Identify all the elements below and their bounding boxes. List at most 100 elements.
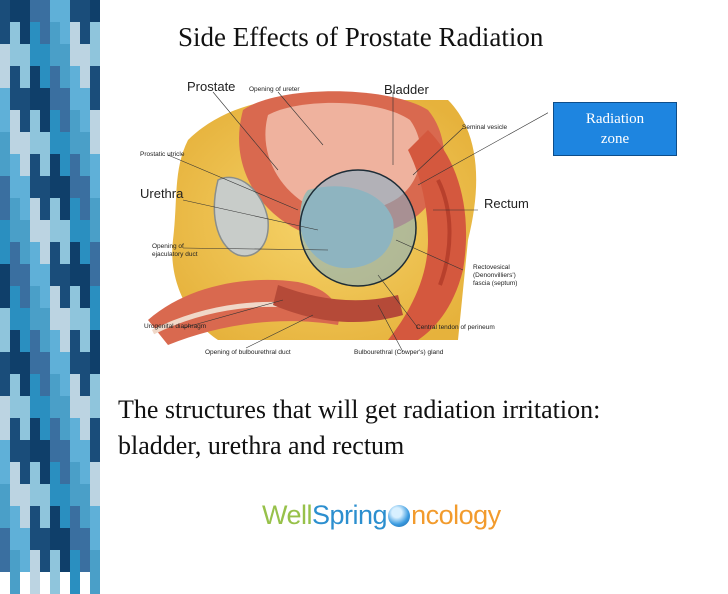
stripe-cell <box>60 528 70 572</box>
stripe-cell <box>70 242 80 286</box>
stripe-cell <box>70 154 80 198</box>
stripe-cell <box>50 506 60 550</box>
stripe-cell <box>10 198 20 242</box>
stripe-cell <box>80 0 90 44</box>
stripe-cell <box>10 110 20 154</box>
radiation-zone-line1: Radiation <box>585 111 645 127</box>
stripe-cell <box>30 330 40 374</box>
stripe-cell <box>20 176 30 220</box>
stripe-cell <box>90 418 100 462</box>
stripe-cell <box>20 396 30 440</box>
stripe-cell <box>80 220 90 264</box>
stripe-cell <box>40 176 50 220</box>
stripe-cell <box>50 66 60 110</box>
stripe-cell <box>60 176 70 220</box>
stripe-cell <box>90 374 100 418</box>
stripe-cell <box>70 198 80 242</box>
stripe-cell <box>30 418 40 462</box>
stripe-cell <box>10 506 20 550</box>
stripe-cell <box>60 396 70 440</box>
stripe-cell <box>90 462 100 506</box>
stripe-cell <box>40 352 50 396</box>
stripe-cell <box>50 418 60 462</box>
stripe-cell <box>30 22 40 66</box>
stripe-cell <box>80 264 90 308</box>
stripe-cell <box>70 0 80 22</box>
stripe-cell <box>30 550 40 594</box>
label-opening-ejaculatory-1: Opening of <box>152 243 184 250</box>
stripe-cell <box>50 286 60 330</box>
label-rectovesical-1: Rectovesical <box>473 264 510 271</box>
radiation-zone-line2: zone <box>600 131 630 147</box>
stripe-cell <box>40 132 50 176</box>
stripe-cell <box>70 550 80 594</box>
label-rectum: Rectum <box>484 196 529 211</box>
decorative-stripe <box>0 0 100 594</box>
stripe-cell <box>10 330 20 374</box>
stripe-cell <box>0 396 10 440</box>
stripe-cell <box>20 132 30 176</box>
stripe-cell <box>40 308 50 352</box>
label-urethra: Urethra <box>140 186 184 201</box>
stripe-cell <box>90 506 100 550</box>
stripe-cell <box>90 198 100 242</box>
stripe-cell <box>40 0 50 44</box>
stripe-cell <box>70 330 80 374</box>
stripe-cell <box>90 286 100 330</box>
stripe-cell <box>40 88 50 132</box>
stripe-cell <box>70 374 80 418</box>
stripe-cell <box>10 286 20 330</box>
stripe-cell <box>90 242 100 286</box>
slide-title: Side Effects of Prostate Radiation <box>178 22 544 52</box>
stripe-cell <box>90 110 100 154</box>
stripe-cell <box>40 484 50 528</box>
stripe-cell <box>30 506 40 550</box>
label-rectovesical-2: (Denonvilliers') <box>473 272 516 279</box>
label-prostatic-utricle: Prostatic utricle <box>140 151 185 158</box>
stripe-cell <box>70 110 80 154</box>
label-seminal-vesicle: Seminal vesicle <box>462 124 508 131</box>
stripe-cell <box>30 374 40 418</box>
stripe-cell <box>0 308 10 352</box>
stripe-cell <box>60 132 70 176</box>
stripe-cell <box>20 484 30 528</box>
stripe-cell <box>80 44 90 88</box>
stripe-cell <box>40 264 50 308</box>
stripe-cell <box>50 110 60 154</box>
stripe-cell <box>20 308 30 352</box>
stripe-cell <box>60 88 70 132</box>
label-prostate: Prostate <box>187 79 236 94</box>
logo-part-ncology: ncology <box>411 500 501 530</box>
stripe-cell <box>70 66 80 110</box>
stripe-cell <box>60 0 70 44</box>
stripe-cell <box>70 418 80 462</box>
stripe-cell <box>50 198 60 242</box>
stripe-cell <box>10 22 20 66</box>
stripe-cell <box>20 352 30 396</box>
prostate-anatomy-diagram <box>148 91 548 353</box>
stripe-cell <box>90 0 100 22</box>
stripe-cell <box>30 286 40 330</box>
stripe-cell <box>50 550 60 594</box>
stripe-cell <box>0 484 10 528</box>
stripe-cell <box>0 264 10 308</box>
stripe-cell <box>90 550 100 594</box>
stripe-cell <box>0 220 10 264</box>
stripe-cell <box>20 0 30 44</box>
stripe-cell <box>0 88 10 132</box>
logo-part-spring: Spring <box>312 500 388 530</box>
stripe-cell <box>10 550 20 594</box>
stripe-cell <box>60 308 70 352</box>
stripe-cell <box>20 44 30 88</box>
stripe-cell <box>10 154 20 198</box>
label-rectovesical-3: fascia (septum) <box>473 280 518 287</box>
stripe-cell <box>10 418 20 462</box>
stripe-cell <box>10 374 20 418</box>
stripe-cell <box>50 22 60 66</box>
stripe-cell <box>10 0 20 22</box>
stripe-cell <box>70 286 80 330</box>
stripe-cell <box>50 374 60 418</box>
stripe-cell <box>60 264 70 308</box>
stripe-cell <box>90 154 100 198</box>
